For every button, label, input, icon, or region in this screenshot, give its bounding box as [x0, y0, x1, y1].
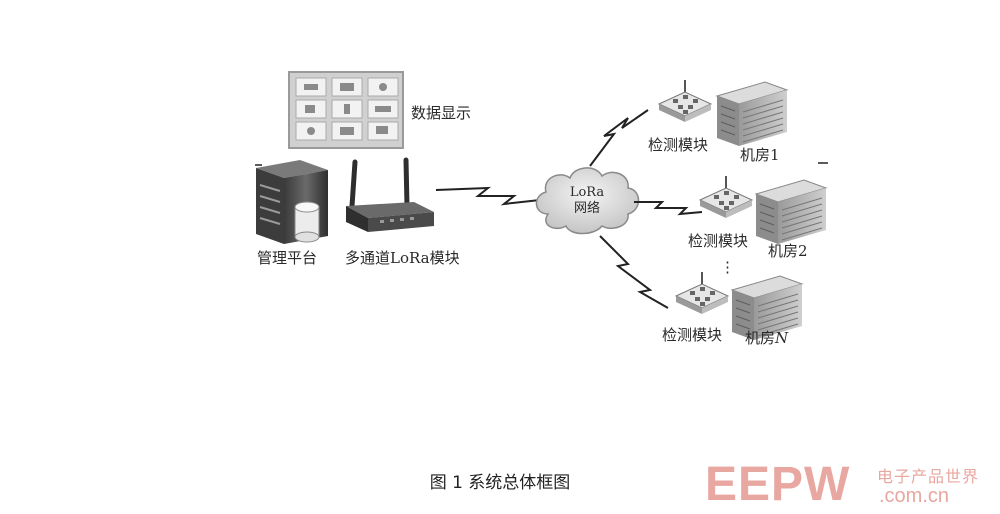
- room-label-2: 机房2: [768, 242, 808, 260]
- wireless-link-main: [435, 186, 541, 206]
- data-display-label: 数据显示: [411, 104, 471, 122]
- watermark-brand: EEPW: [705, 458, 851, 511]
- building-icon-2: [755, 179, 827, 245]
- detector-label-1: 检测模块: [648, 136, 708, 154]
- ellipsis-mark: ⋮: [720, 258, 735, 276]
- watermark-cn: 电子产品世界: [877, 467, 980, 486]
- wireless-link-2: [634, 201, 703, 216]
- room-label-1: 机房1: [740, 146, 780, 164]
- figure-caption: 图 1 系统总体框图: [429, 473, 571, 493]
- data-display-panel: [288, 71, 404, 149]
- eepw-watermark-logo: EEPW 电子产品世界 .com.cn: [705, 455, 995, 513]
- detector-icon-n: [675, 271, 729, 315]
- wireless-link-1: [589, 109, 649, 167]
- management-platform-label: 管理平台: [257, 249, 317, 267]
- lora-network-label-line1: LoRa: [570, 185, 605, 200]
- detector-label-2: 检测模块: [688, 232, 748, 250]
- lora-cloud-icon: [535, 167, 640, 235]
- watermark-url: .com.cn: [879, 485, 950, 507]
- lora-router-icon: [346, 157, 434, 232]
- room-label-n: 机房N: [745, 329, 789, 347]
- database-icon: [294, 201, 320, 243]
- detector-icon-1: [658, 79, 712, 123]
- lora-network-label-line2: 网络: [574, 200, 600, 216]
- detector-label-n: 检测模块: [662, 326, 722, 344]
- multi-channel-module-label: 多通道LoRa模块: [345, 249, 460, 267]
- detector-icon-2: [699, 175, 753, 219]
- wireless-link-3: [599, 235, 669, 309]
- building-icon-1: [716, 81, 788, 147]
